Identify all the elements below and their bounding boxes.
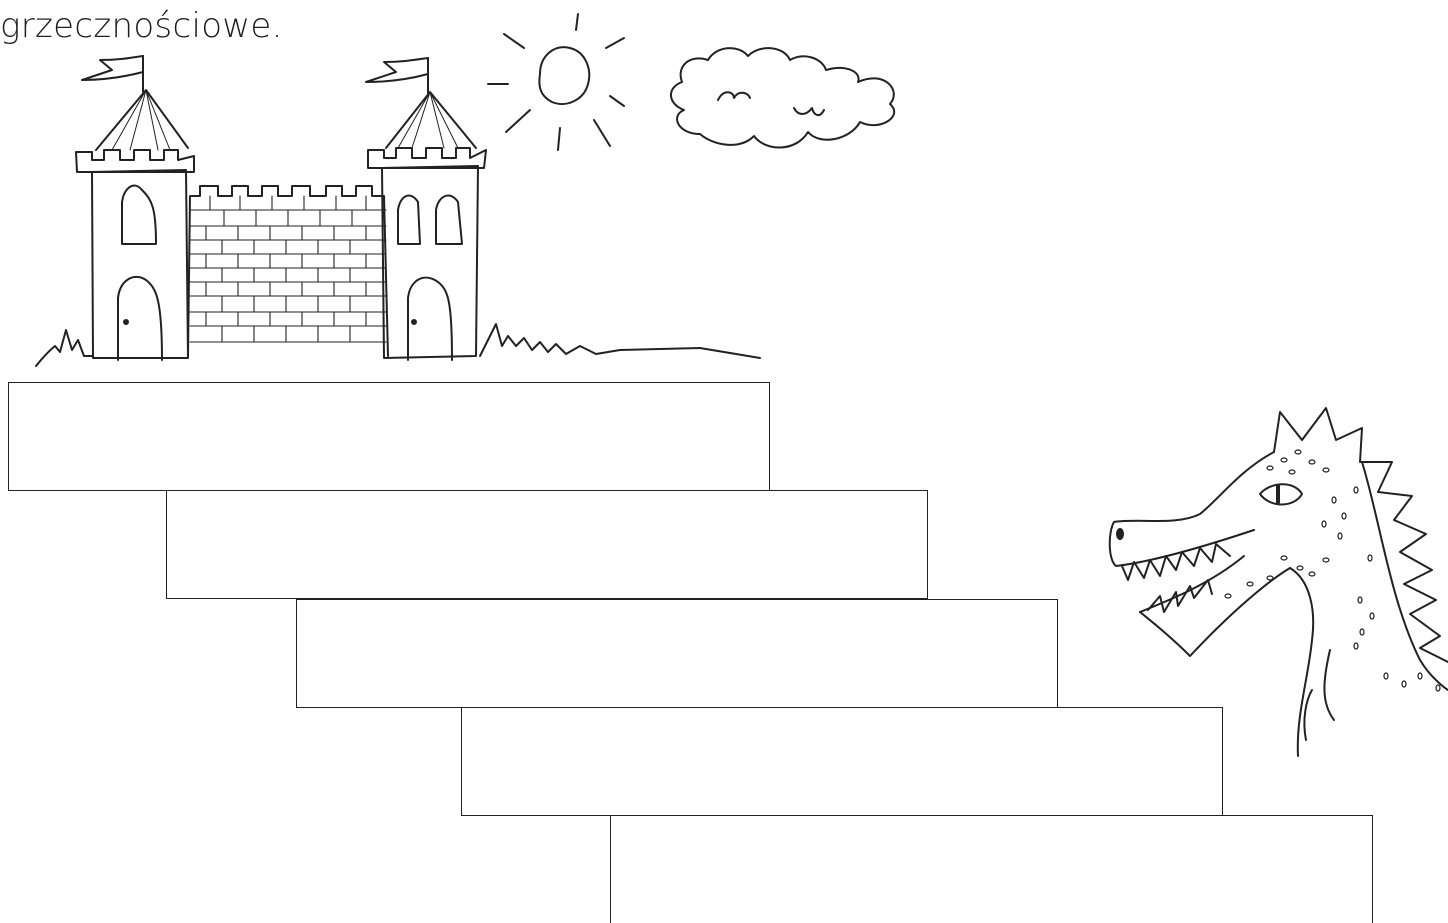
step-1-text[interactable] <box>9 383 769 453</box>
cloud-icon <box>671 48 894 147</box>
step-box-2[interactable] <box>166 490 928 599</box>
castle-drawing <box>36 56 760 366</box>
step-box-3[interactable] <box>296 599 1058 708</box>
dragon-drawing <box>1110 408 1448 756</box>
step-box-4[interactable] <box>461 707 1223 816</box>
step-2-text[interactable] <box>167 491 927 561</box>
step-3-text[interactable] <box>297 600 1057 670</box>
step-box-1[interactable] <box>8 382 770 491</box>
step-5-text[interactable] <box>611 816 1372 886</box>
step-box-5[interactable] <box>610 815 1373 923</box>
sun-icon <box>488 14 624 150</box>
step-4-text[interactable] <box>462 708 1222 778</box>
